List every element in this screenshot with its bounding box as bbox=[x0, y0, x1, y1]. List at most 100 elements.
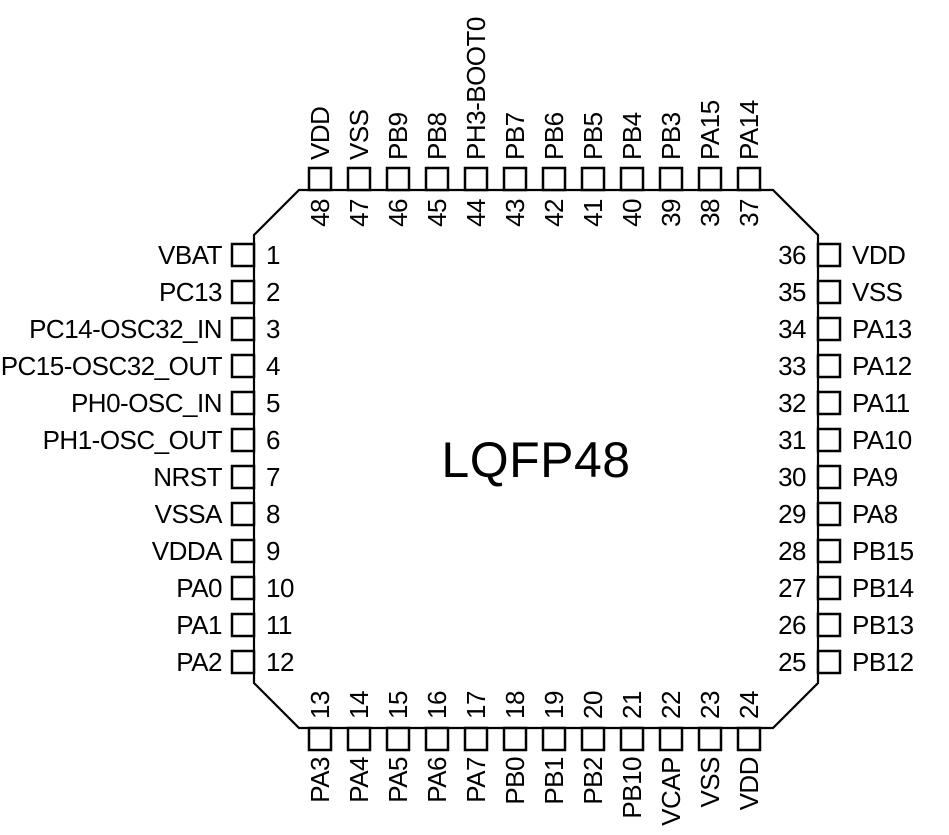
pin-11-number: 11 bbox=[266, 610, 292, 640]
pin-23-square bbox=[697, 726, 723, 752]
pin-43-square bbox=[502, 166, 528, 192]
pin-21-label: PB10 bbox=[617, 757, 647, 819]
pin-39-number: 39 bbox=[656, 199, 686, 227]
pin-27-label: PB14 bbox=[852, 573, 914, 603]
pin-46-number: 46 bbox=[383, 199, 413, 227]
pin-14-number: 14 bbox=[344, 691, 374, 719]
pin-9-square bbox=[230, 538, 256, 564]
pin-28-square bbox=[816, 538, 842, 564]
chip-body-outline bbox=[252, 188, 820, 730]
pin-19-label: PB1 bbox=[539, 757, 569, 805]
pin-37-number: 37 bbox=[734, 199, 764, 227]
pin-3-number: 3 bbox=[266, 314, 280, 344]
pin-25-number: 25 bbox=[778, 647, 806, 677]
pin-36-label: VDD bbox=[852, 240, 905, 270]
pin-16-number: 16 bbox=[422, 691, 452, 719]
pin-31-square bbox=[816, 427, 842, 453]
pin-6-square bbox=[230, 427, 256, 453]
pin-7-label: NRST bbox=[153, 462, 222, 492]
pin-8-number: 8 bbox=[266, 499, 280, 529]
pin-10-label: PA0 bbox=[176, 573, 222, 603]
pin-47-square bbox=[346, 166, 372, 192]
pin-43-label: PB7 bbox=[500, 112, 530, 160]
pin-30-number: 30 bbox=[778, 462, 806, 492]
pin-40-square bbox=[619, 166, 645, 192]
pin-20-number: 20 bbox=[578, 691, 608, 719]
pin-41-number: 41 bbox=[578, 199, 608, 227]
pin-26-square bbox=[816, 612, 842, 638]
pin-23-number: 23 bbox=[695, 691, 725, 719]
pin-19-square bbox=[541, 726, 567, 752]
pin-27-square bbox=[816, 575, 842, 601]
pin-44-number: 44 bbox=[461, 199, 491, 227]
pin-1-square bbox=[230, 242, 256, 268]
pins-layer: 1VBAT2PC133PC14-OSC32_IN4PC15-OSC32_OUT5… bbox=[1, 17, 914, 826]
pin-16-square bbox=[424, 726, 450, 752]
pin-42-label: PB6 bbox=[539, 112, 569, 160]
pin-42-number: 42 bbox=[539, 199, 569, 227]
pin-2-label: PC13 bbox=[159, 277, 222, 307]
pin-6-number: 6 bbox=[266, 425, 280, 455]
pin-9-number: 9 bbox=[266, 536, 280, 566]
package-label: LQFP48 bbox=[441, 432, 630, 488]
pin-38-label: PA15 bbox=[695, 100, 725, 160]
pin-8-square bbox=[230, 501, 256, 527]
pin-5-square bbox=[230, 390, 256, 416]
pin-41-square bbox=[580, 166, 606, 192]
pin-31-number: 31 bbox=[778, 425, 806, 455]
pin-3-square bbox=[230, 316, 256, 342]
pin-44-label: PH3-BOOT0 bbox=[461, 17, 491, 160]
pin-18-label: PB0 bbox=[500, 757, 530, 805]
pin-45-square bbox=[424, 166, 450, 192]
pin-5-label: PH0-OSC_IN bbox=[71, 388, 222, 418]
pin-4-square bbox=[230, 353, 256, 379]
pin-2-number: 2 bbox=[266, 277, 280, 307]
pin-35-square bbox=[816, 279, 842, 305]
pin-14-square bbox=[346, 726, 372, 752]
pin-24-square bbox=[736, 726, 762, 752]
pin-39-square bbox=[658, 166, 684, 192]
pin-33-square bbox=[816, 353, 842, 379]
pin-33-label: PA12 bbox=[852, 351, 912, 381]
pin-15-number: 15 bbox=[383, 691, 413, 719]
pin-37-label: PA14 bbox=[734, 100, 764, 160]
pin-34-number: 34 bbox=[778, 314, 806, 344]
pin-8-label: VSSA bbox=[155, 499, 224, 529]
pin-46-label: PB9 bbox=[383, 112, 413, 160]
pin-5-number: 5 bbox=[266, 388, 280, 418]
pin-48-number: 48 bbox=[305, 199, 335, 227]
pin-36-number: 36 bbox=[778, 240, 806, 270]
pin-4-label: PC15-OSC32_OUT bbox=[1, 351, 223, 381]
pin-10-number: 10 bbox=[266, 573, 294, 603]
pin-29-square bbox=[816, 501, 842, 527]
pin-7-number: 7 bbox=[266, 462, 280, 492]
pin-18-number: 18 bbox=[500, 691, 530, 719]
pin-7-square bbox=[230, 464, 256, 490]
pin-13-square bbox=[307, 726, 333, 752]
pin-24-label: VDD bbox=[734, 757, 764, 810]
pin-34-label: PA13 bbox=[852, 314, 912, 344]
pin-10-square bbox=[230, 575, 256, 601]
pin-6-label: PH1-OSC_OUT bbox=[43, 425, 223, 455]
pin-39-label: PB3 bbox=[656, 112, 686, 160]
pin-48-square bbox=[307, 166, 333, 192]
pin-27-number: 27 bbox=[778, 573, 806, 603]
pin-1-number: 1 bbox=[266, 240, 280, 270]
pin-33-number: 33 bbox=[778, 351, 806, 381]
pin-3-label: PC14-OSC32_IN bbox=[29, 314, 222, 344]
pin-35-number: 35 bbox=[778, 277, 806, 307]
pin-31-label: PA10 bbox=[852, 425, 912, 455]
pin-13-number: 13 bbox=[305, 691, 335, 719]
pin-13-label: PA3 bbox=[305, 757, 335, 803]
pin-16-label: PA6 bbox=[422, 757, 452, 803]
pin-36-square bbox=[816, 242, 842, 268]
pin-47-number: 47 bbox=[344, 199, 374, 227]
pin-22-number: 22 bbox=[656, 691, 686, 719]
pin-21-number: 21 bbox=[617, 691, 647, 719]
pin-44-square bbox=[463, 166, 489, 192]
pin-25-square bbox=[816, 649, 842, 675]
pin-11-square bbox=[230, 612, 256, 638]
pin-24-number: 24 bbox=[734, 691, 764, 719]
pin-46-square bbox=[385, 166, 411, 192]
